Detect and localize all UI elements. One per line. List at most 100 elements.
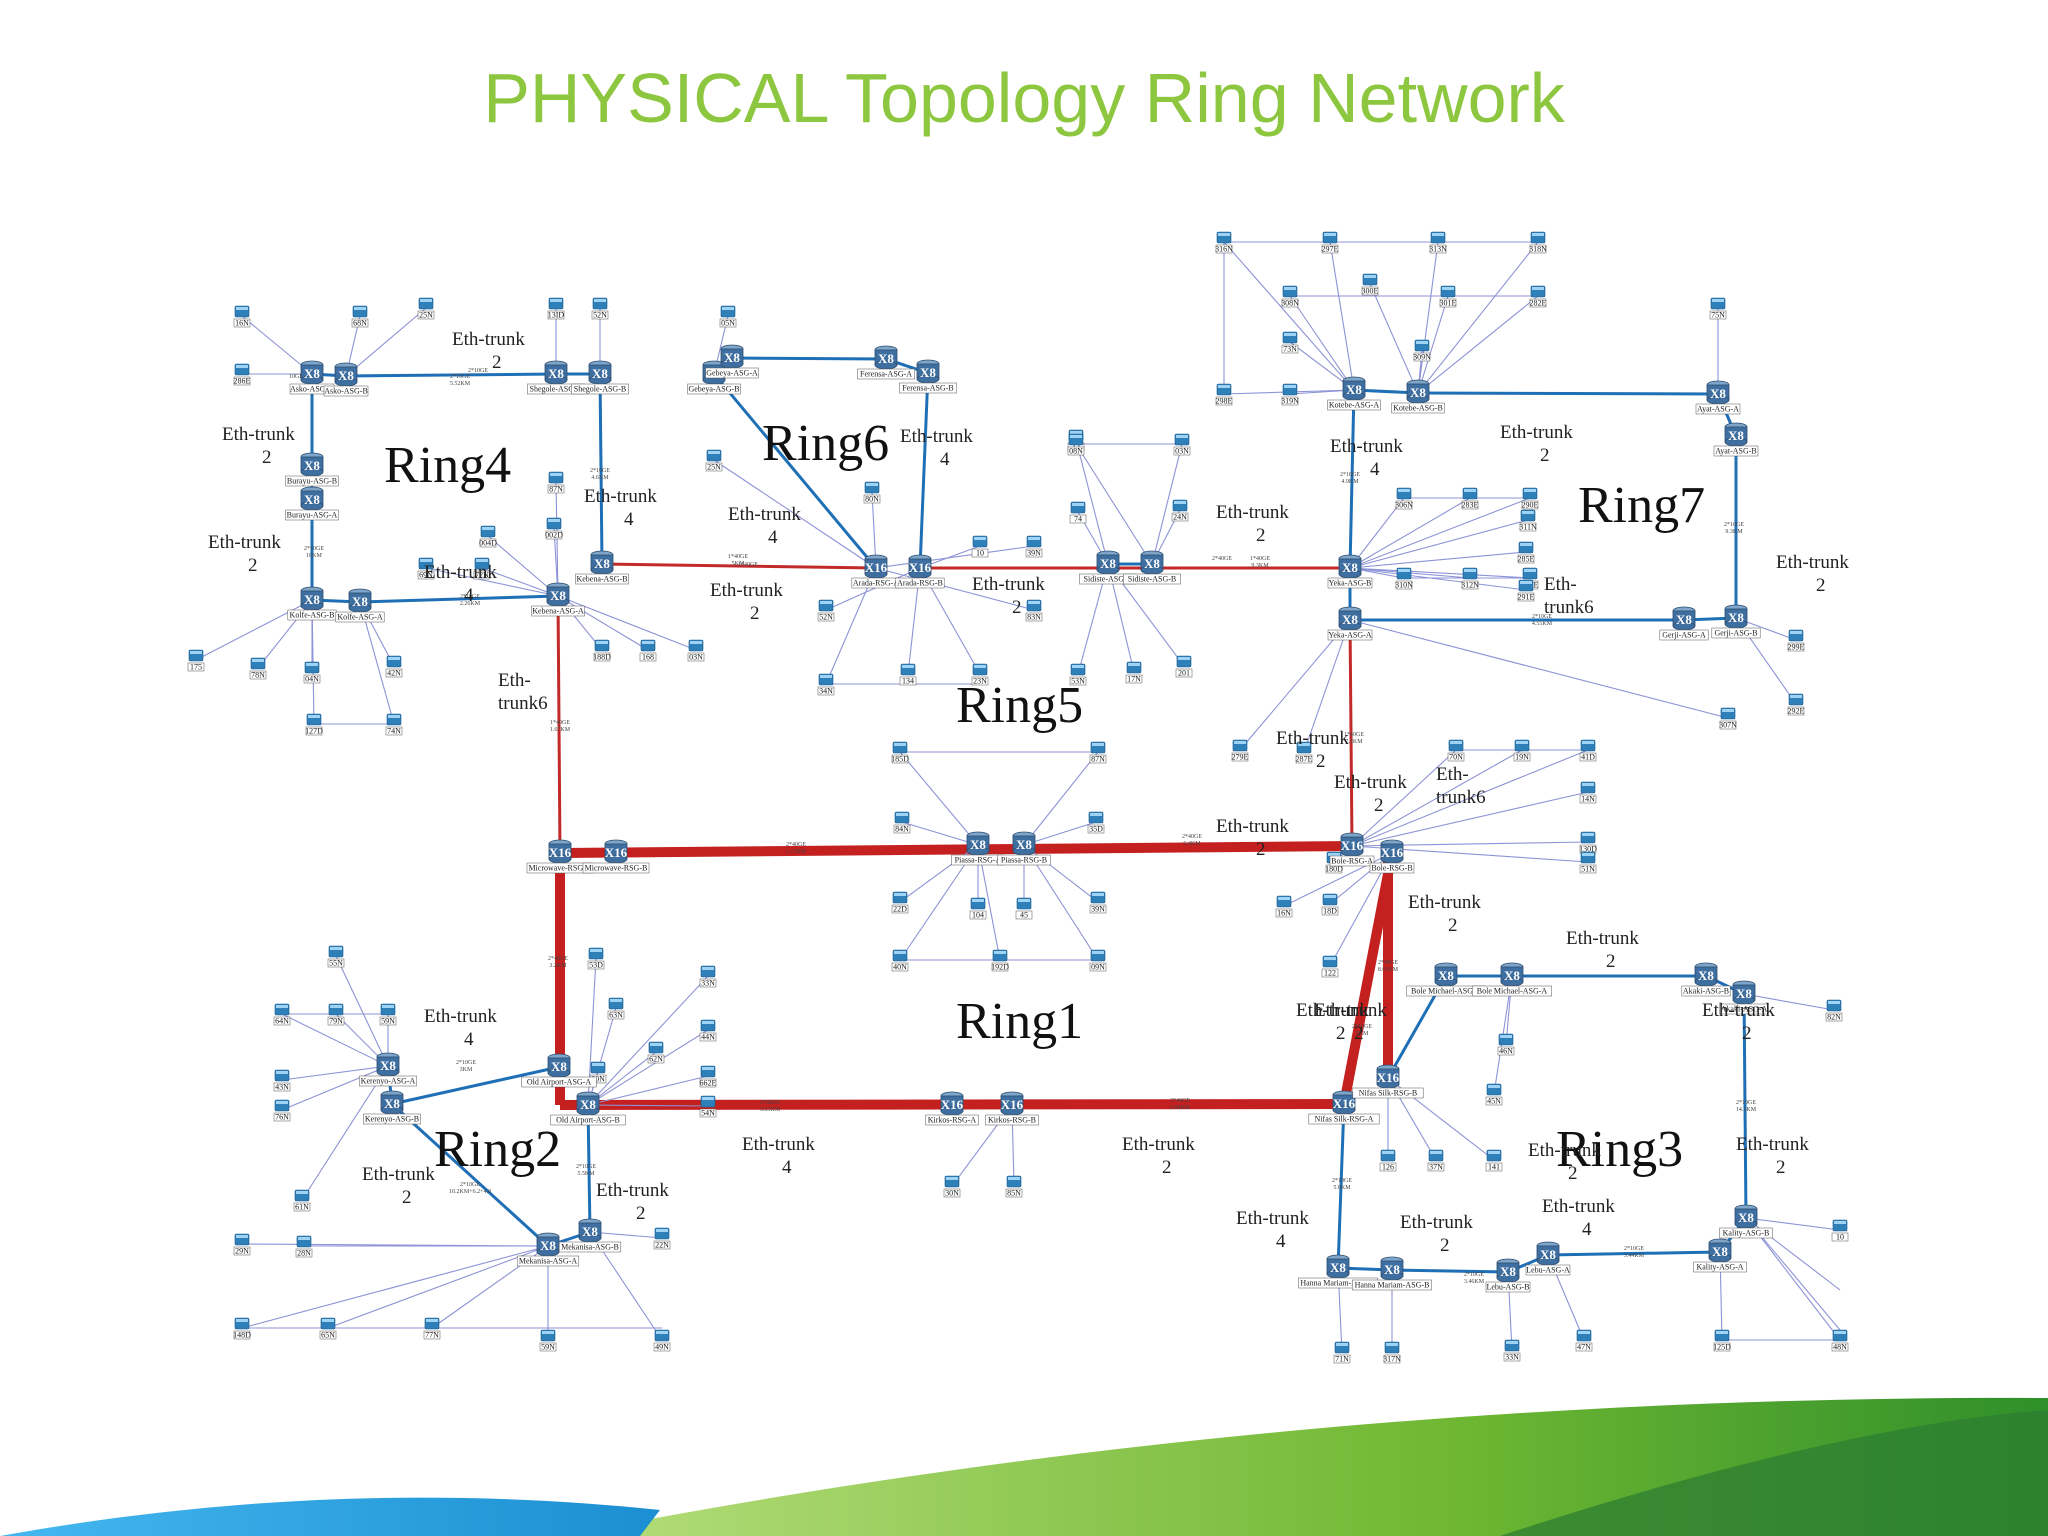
access-switch-icon[interactable]: 291E (1518, 579, 1535, 602)
access-switch-icon[interactable]: 14N (1579, 781, 1597, 804)
access-switch-icon[interactable]: 285E (1518, 541, 1535, 564)
access-switch-icon[interactable]: 318N (1529, 231, 1547, 254)
access-switch-icon[interactable]: 297E (1322, 231, 1339, 254)
access-switch-icon[interactable]: 85N (1005, 1175, 1023, 1198)
access-switch-icon[interactable]: 126 (1379, 1149, 1397, 1172)
access-switch-icon[interactable]: 298E (1216, 383, 1233, 406)
access-switch-icon[interactable]: 53N (1069, 663, 1087, 686)
access-switch-icon[interactable]: 004D (479, 525, 497, 548)
access-switch-icon[interactable]: 125D (1713, 1329, 1731, 1352)
access-switch-icon[interactable]: 311N (1519, 509, 1537, 532)
access-switch-icon[interactable]: 72N (473, 557, 491, 580)
access-switch-icon[interactable]: 286E (234, 363, 251, 386)
access-switch-icon[interactable]: 74 (1069, 501, 1087, 524)
access-switch-icon[interactable]: 23N (971, 663, 989, 686)
access-switch-icon[interactable]: 10 (1831, 1219, 1849, 1242)
access-switch-icon[interactable]: 33N (1503, 1339, 1521, 1362)
access-switch-icon[interactable]: 201 (1175, 655, 1193, 678)
access-switch-icon[interactable]: 308N (1281, 285, 1299, 308)
access-switch-icon[interactable]: 40N (891, 949, 909, 972)
access-switch-icon[interactable]: 87N (547, 471, 565, 494)
access-switch-icon[interactable]: 319N (1281, 383, 1299, 406)
access-switch-icon[interactable]: 310N (1395, 567, 1413, 590)
access-switch-icon[interactable]: 13ID (547, 297, 565, 320)
access-switch-icon[interactable]: 316N (1215, 231, 1233, 254)
access-switch-icon[interactable]: 47N (1575, 1329, 1593, 1352)
access-switch-icon[interactable]: 307N (1719, 707, 1737, 730)
access-switch-icon[interactable]: 34N (817, 673, 835, 696)
access-switch-icon[interactable]: 76N (273, 1099, 291, 1122)
access-switch-icon[interactable]: 130D (1579, 831, 1597, 854)
access-switch-icon[interactable]: 28N (295, 1235, 313, 1258)
access-switch-icon[interactable]: 39N (1089, 891, 1107, 914)
access-switch-icon[interactable]: 39N (1025, 535, 1043, 558)
access-switch-icon[interactable]: 77N (423, 1317, 441, 1340)
access-switch-icon[interactable]: 313N (1429, 231, 1447, 254)
access-switch-icon[interactable]: 45N (1485, 1083, 1503, 1106)
access-switch-icon[interactable]: 82N (1825, 999, 1843, 1022)
access-switch-icon[interactable]: 61N (293, 1189, 311, 1212)
access-switch-icon[interactable]: 80N (863, 481, 881, 504)
access-switch-icon[interactable]: 306N (1395, 487, 1413, 510)
access-switch-icon[interactable]: 662E (700, 1065, 717, 1088)
access-switch-icon[interactable]: 52N (591, 297, 609, 320)
access-switch-icon[interactable]: 19N (1513, 739, 1531, 762)
access-switch-icon[interactable]: 22N (653, 1227, 671, 1250)
access-switch-icon[interactable]: 192D (991, 949, 1009, 972)
access-switch-icon[interactable]: 43N (273, 1069, 291, 1092)
access-switch-icon[interactable]: 64N (273, 1003, 291, 1026)
access-switch-icon[interactable]: 49N (653, 1329, 671, 1352)
access-switch-icon[interactable]: 73N (1281, 331, 1299, 354)
access-switch-icon[interactable]: 282E (1530, 285, 1547, 308)
access-switch-icon[interactable]: 37N (1427, 1149, 1445, 1172)
access-switch-icon[interactable]: 141 (1485, 1149, 1503, 1172)
access-switch-icon[interactable]: 317N (1383, 1341, 1401, 1364)
access-switch-icon[interactable]: 188D (593, 639, 611, 662)
access-switch-icon[interactable]: 08N (1067, 433, 1085, 456)
access-switch-icon[interactable]: 168 (639, 639, 657, 662)
access-switch-icon[interactable]: 16N (1275, 895, 1293, 918)
access-switch-icon[interactable]: 63N (607, 997, 625, 1020)
access-switch-icon[interactable]: 79N (327, 1003, 345, 1026)
access-switch-icon[interactable]: 24N (1171, 499, 1189, 522)
access-switch-icon[interactable]: 18D (1321, 893, 1339, 916)
access-switch-icon[interactable]: 134 (899, 663, 917, 686)
access-switch-icon[interactable]: 300E (1362, 273, 1379, 296)
access-switch-icon[interactable]: 71N (1333, 1341, 1351, 1364)
access-switch-icon[interactable]: 127D (305, 713, 323, 736)
access-switch-icon[interactable]: 54N (699, 1095, 717, 1118)
access-switch-icon[interactable]: 87N (1089, 741, 1107, 764)
access-switch-icon[interactable]: 10 (971, 535, 989, 558)
access-switch-icon[interactable]: 03N (1173, 433, 1191, 456)
access-switch-icon[interactable]: 75N (1709, 297, 1727, 320)
access-switch-icon[interactable]: 55N (327, 945, 345, 968)
access-switch-icon[interactable]: 122 (1321, 955, 1339, 978)
